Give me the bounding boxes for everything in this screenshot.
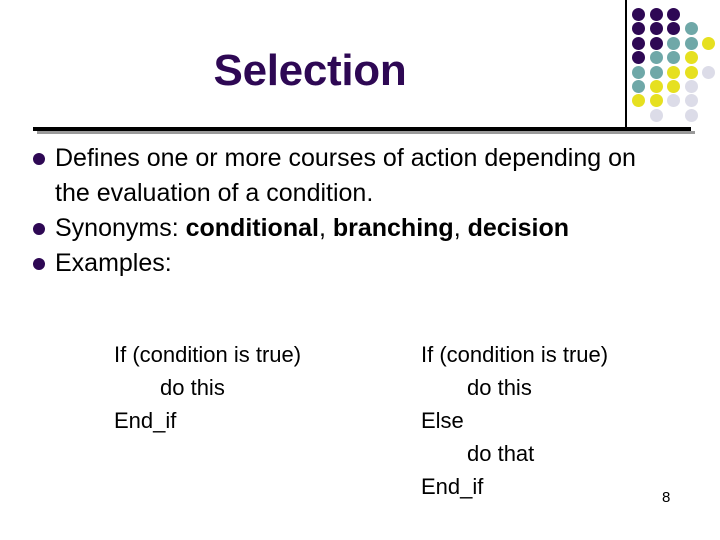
decorative-dot	[632, 94, 645, 108]
bullet-text-emphasis: branching	[332, 214, 454, 242]
code-line: If (condition is true)	[421, 342, 609, 367]
bullet-text-span: Synonyms:	[55, 214, 186, 242]
title-divider-shadow	[37, 131, 695, 134]
decorative-dot	[667, 8, 680, 21]
decorative-dot	[649, 22, 663, 36]
decorative-dot	[649, 80, 663, 93]
bullet-item-defines: Defines one or more courses of action de…	[28, 141, 668, 211]
bullet-item-synonyms: Synonyms: conditional, branching, decisi…	[28, 211, 668, 246]
decorative-dot	[649, 108, 663, 122]
decorative-dot	[667, 51, 680, 65]
bullet-disc-icon	[33, 153, 45, 165]
decorative-dot	[684, 22, 698, 36]
bullet-text-span: Examples:	[55, 249, 172, 277]
decorative-dot	[684, 94, 698, 108]
decorative-dot	[632, 65, 645, 79]
code-line: do this	[160, 375, 225, 400]
decorative-dot	[632, 51, 645, 65]
decorative-dot	[684, 80, 698, 93]
decorative-dot	[684, 36, 698, 50]
decorative-dot	[632, 80, 645, 93]
code-line: End_if	[114, 408, 177, 433]
bullet-text: Defines one or more courses of action de…	[55, 144, 636, 207]
bullet-text-span: Defines one or more courses of action de…	[55, 144, 636, 207]
page-title: Selection	[213, 46, 407, 95]
bullet-disc-icon	[33, 223, 45, 235]
bullet-disc-icon	[33, 258, 45, 270]
decorative-dot	[649, 51, 663, 65]
bullet-text: Synonyms: conditional, branching, decisi…	[55, 214, 569, 242]
decorative-dot	[632, 8, 645, 21]
code-line: If (condition is true)	[114, 342, 302, 367]
code-line: do this	[467, 375, 532, 400]
decorative-dot	[632, 22, 645, 36]
code-line: End_if	[421, 474, 484, 499]
code-line: do that	[467, 441, 535, 466]
bullet-item-examples: Examples:	[28, 246, 668, 281]
decorative-dot	[667, 80, 680, 93]
decorative-dot	[684, 51, 698, 65]
decorative-dot	[667, 65, 680, 79]
bullet-text-emphasis: decision	[467, 214, 570, 242]
dot-grid-decoration	[632, 8, 720, 124]
decorative-dot	[684, 108, 698, 122]
vertical-divider-line	[625, 0, 627, 131]
decorative-dot	[684, 65, 698, 79]
decorative-dot	[649, 8, 663, 21]
code-line: Else	[421, 408, 464, 433]
bullet-text: Examples:	[55, 249, 172, 277]
decorative-dot	[667, 94, 680, 108]
bullet-text-emphasis: conditional	[185, 214, 319, 242]
bullet-list: Defines one or more courses of action de…	[28, 141, 668, 281]
decorative-dot	[667, 22, 680, 36]
decorative-dot	[702, 65, 715, 79]
decorative-dot	[667, 36, 680, 50]
decorative-dot	[649, 36, 663, 50]
decorative-dot	[702, 36, 715, 50]
bullet-text-span: ,	[318, 214, 333, 242]
decorative-dot	[649, 65, 663, 79]
decorative-dot	[632, 36, 645, 50]
page-number: 8	[662, 489, 671, 506]
title-divider-line	[33, 127, 691, 131]
decorative-dot	[649, 94, 663, 108]
bullet-text-span: ,	[453, 214, 468, 242]
